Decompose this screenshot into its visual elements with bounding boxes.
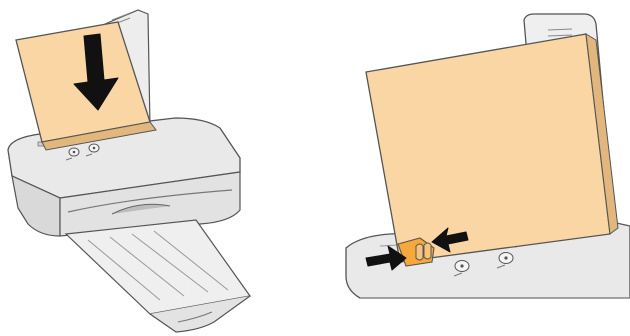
- output-tray: [66, 220, 250, 332]
- paper-sheet: [366, 34, 618, 262]
- panel-load-paper: [8, 10, 250, 332]
- panel-adjust-guide: [346, 14, 630, 298]
